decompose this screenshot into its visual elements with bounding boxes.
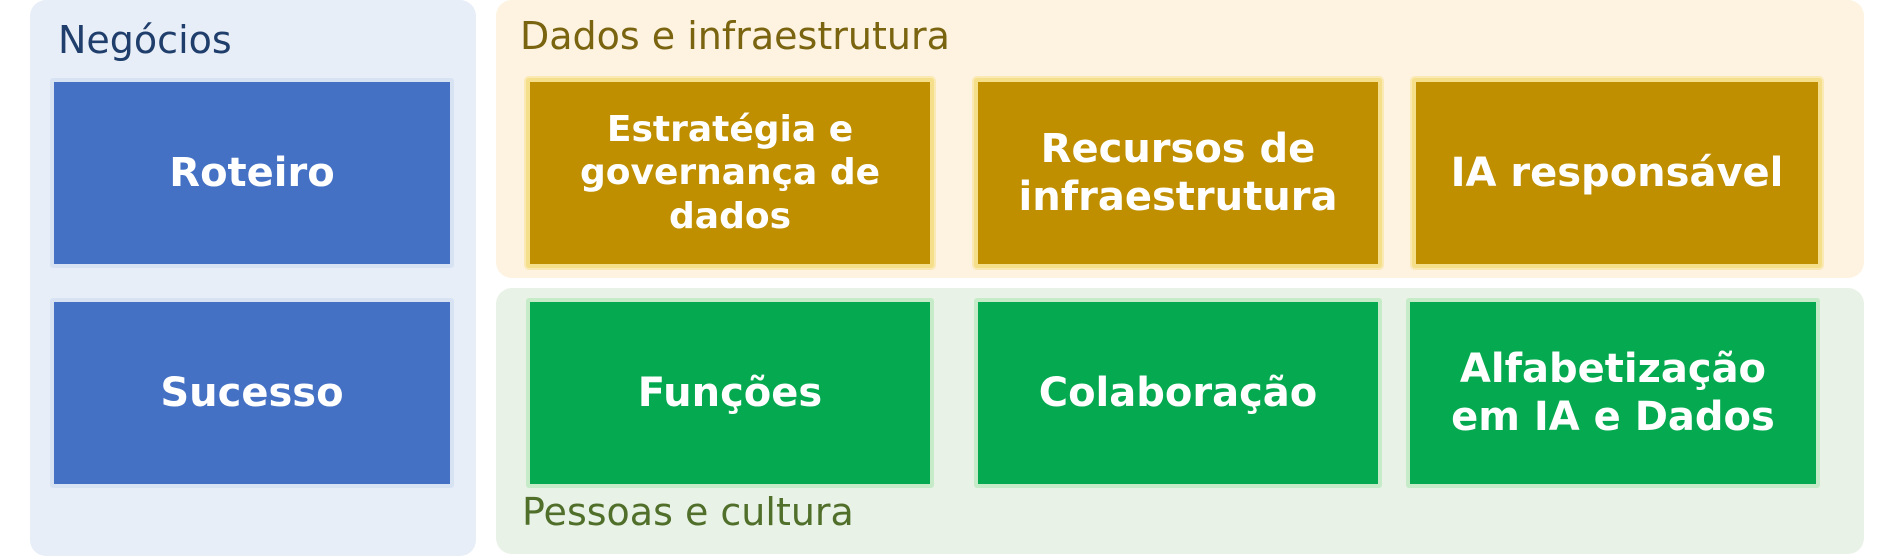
ai-data-literacy-label: Alfabetização em IA e Dados: [1451, 346, 1775, 440]
responsible-ai-box: IA responsável: [1412, 78, 1822, 268]
ai-data-literacy-box: Alfabetização em IA e Dados: [1406, 298, 1820, 488]
roles-box: Funções: [526, 298, 934, 488]
business-group-title: Negócios: [58, 18, 232, 62]
infrastructure-resources-box: Recursos de infraestrutura: [974, 78, 1382, 268]
roles-label: Funções: [637, 370, 823, 416]
collaboration-label: Colaboração: [1038, 370, 1318, 416]
roadmap-label: Roteiro: [169, 150, 335, 196]
collaboration-box: Colaboração: [974, 298, 1382, 488]
data-strategy-governance-box: Estratégia e governança de dados: [526, 78, 934, 268]
success-label: Sucesso: [160, 370, 344, 416]
roadmap-box: Roteiro: [50, 78, 454, 268]
people-culture-group-title: Pessoas e cultura: [522, 490, 854, 534]
responsible-ai-label: IA responsável: [1450, 150, 1784, 196]
data-strategy-governance-label: Estratégia e governança de dados: [579, 109, 881, 237]
success-box: Sucesso: [50, 298, 454, 488]
infrastructure-resources-label: Recursos de infraestrutura: [1018, 126, 1338, 220]
data-infrastructure-group-title: Dados e infraestrutura: [520, 14, 950, 58]
